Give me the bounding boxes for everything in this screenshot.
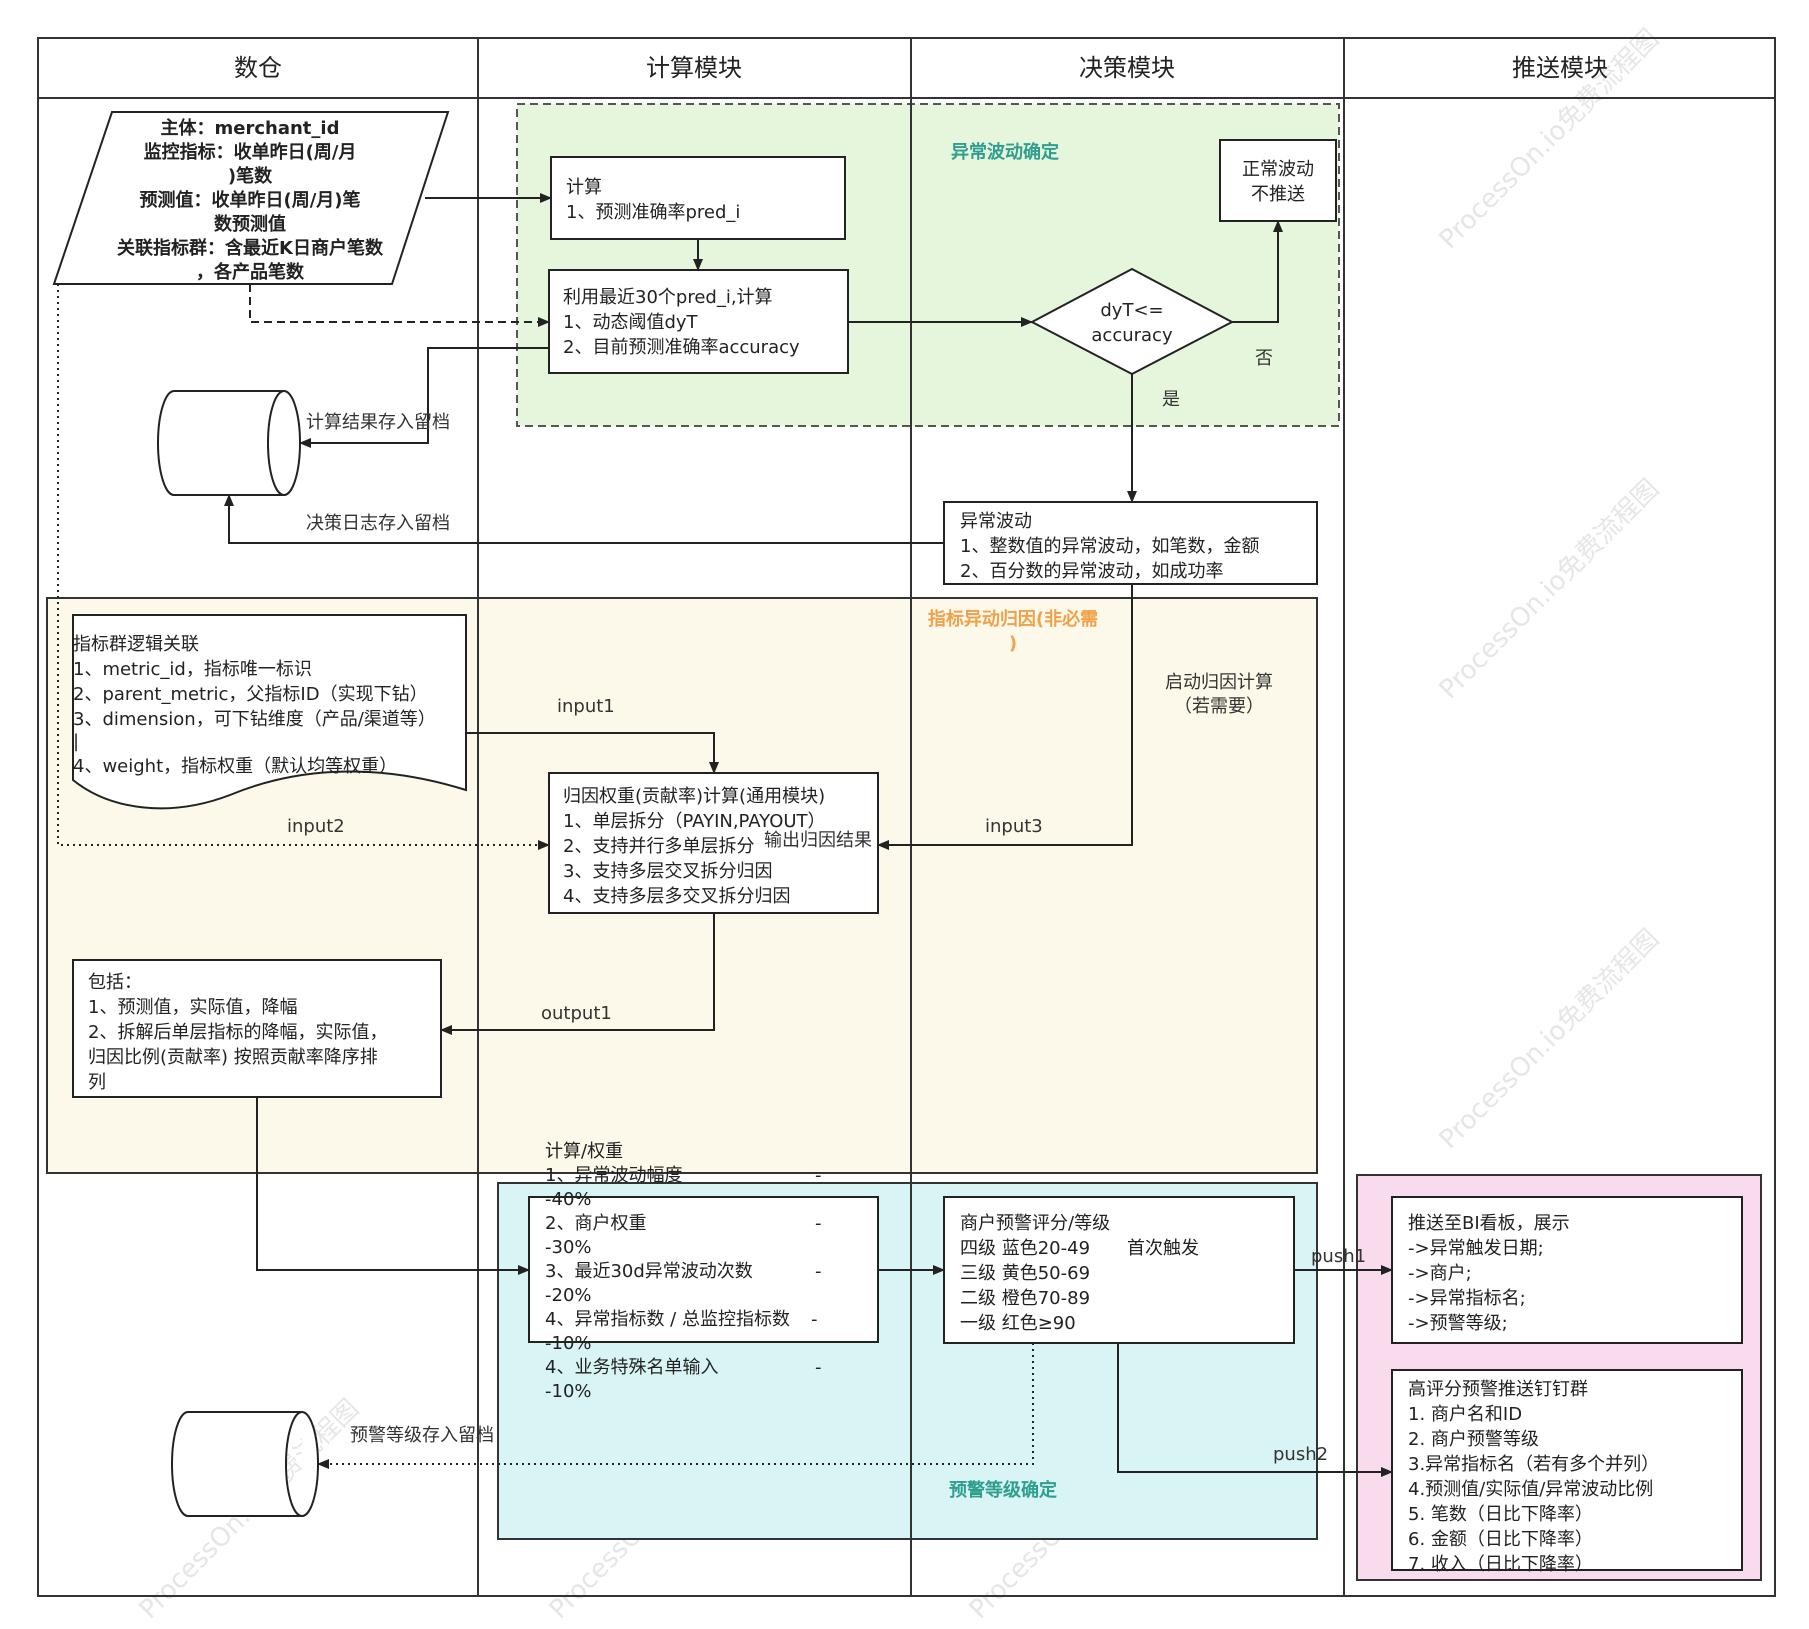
edge-label-push2: push2	[1273, 1444, 1328, 1465]
normal-text: 正常波动不推送	[1242, 159, 1314, 205]
weights-text: 计算/权重 1、异常波动幅度- -40% 2、商户权重- -30% 3、最近30…	[545, 1141, 827, 1402]
weights-box	[528, 1196, 879, 1343]
metric-group-document	[72, 614, 467, 810]
bi-push-box	[1391, 1196, 1743, 1344]
edge-attribution-to-includes	[440, 913, 715, 1035]
edge-label-no: 否	[1255, 348, 1273, 369]
watermark: ProcessOn.io免费流程图	[1434, 924, 1665, 1155]
lane-title-warehouse: 数仓	[234, 54, 282, 82]
edge-scoring-to-dingtalk	[1117, 1343, 1393, 1477]
calc-result-db	[157, 390, 301, 496]
input-data-parallelogram	[52, 111, 450, 285]
attribution-calc-box	[548, 772, 879, 914]
edge-includes-to-weights	[256, 1097, 530, 1275]
region-title-attribution: 指标异动归因(非必需)	[928, 608, 1098, 654]
edge-label-decision-store: 决策日志存入留档	[306, 513, 450, 534]
region-anomaly-confirm	[516, 103, 1340, 427]
dingtalk-box	[1391, 1369, 1743, 1571]
edge-label-yes: 是	[1162, 389, 1180, 410]
swimlanes	[37, 37, 1776, 1597]
region-title-anomaly: 异常波动确定	[951, 141, 1059, 163]
includes-box	[72, 959, 442, 1098]
edge-label-push1: push1	[1311, 1246, 1366, 1267]
edge-label-input2: input2	[287, 816, 345, 837]
edge-abnormal-to-db	[224, 494, 944, 544]
edge-input-to-attribution	[57, 284, 550, 850]
edge-input-to-threshold	[249, 284, 550, 327]
edge-label-input3: input3	[985, 816, 1043, 837]
watermark: ProcessOn.io免费流程图	[1434, 474, 1665, 705]
attribution-calc-text: 归因权重(贡献率)计算(通用模块)1、单层拆分（PAYIN,PAYOUT）2、支…	[563, 786, 826, 907]
scoring-box	[943, 1196, 1295, 1344]
connectors	[57, 193, 1393, 1477]
edge-label-input1: input1	[557, 696, 615, 717]
edge-scoring-to-db	[317, 1343, 1034, 1469]
edge-label-start-attribution: 启动归因计算（若需要）	[1165, 672, 1273, 717]
edge-threshold-to-db	[299, 347, 549, 448]
edge-decision-to-normal	[1232, 220, 1283, 323]
edge-metric-to-attribution	[466, 732, 719, 774]
edge-label-calc-store: 计算结果存入留档	[306, 412, 450, 433]
calc-box	[550, 156, 846, 240]
warning-level-db	[171, 1411, 319, 1517]
lane-title-compute: 计算模块	[646, 54, 742, 82]
lane-title-push: 推送模块	[1512, 54, 1608, 82]
edge-label-warning-store: 预警等级存入留档	[350, 1425, 494, 1446]
edge-label-output1: output1	[541, 1003, 612, 1024]
region-title-warning: 预警等级确定	[949, 1479, 1057, 1501]
lane-title-decision: 决策模块	[1079, 54, 1175, 82]
decision-text: dyT<=accuracy	[1091, 300, 1173, 346]
normal-box	[1219, 139, 1337, 222]
edge-label-output-attribution: 输出归因结果	[764, 830, 872, 851]
edge-abnormal-to-attribution	[877, 584, 1133, 850]
bi-push-text: 推送至BI看板，展示->异常触发日期;->商户;->异常指标名;->预警等级;	[1408, 1213, 1570, 1334]
